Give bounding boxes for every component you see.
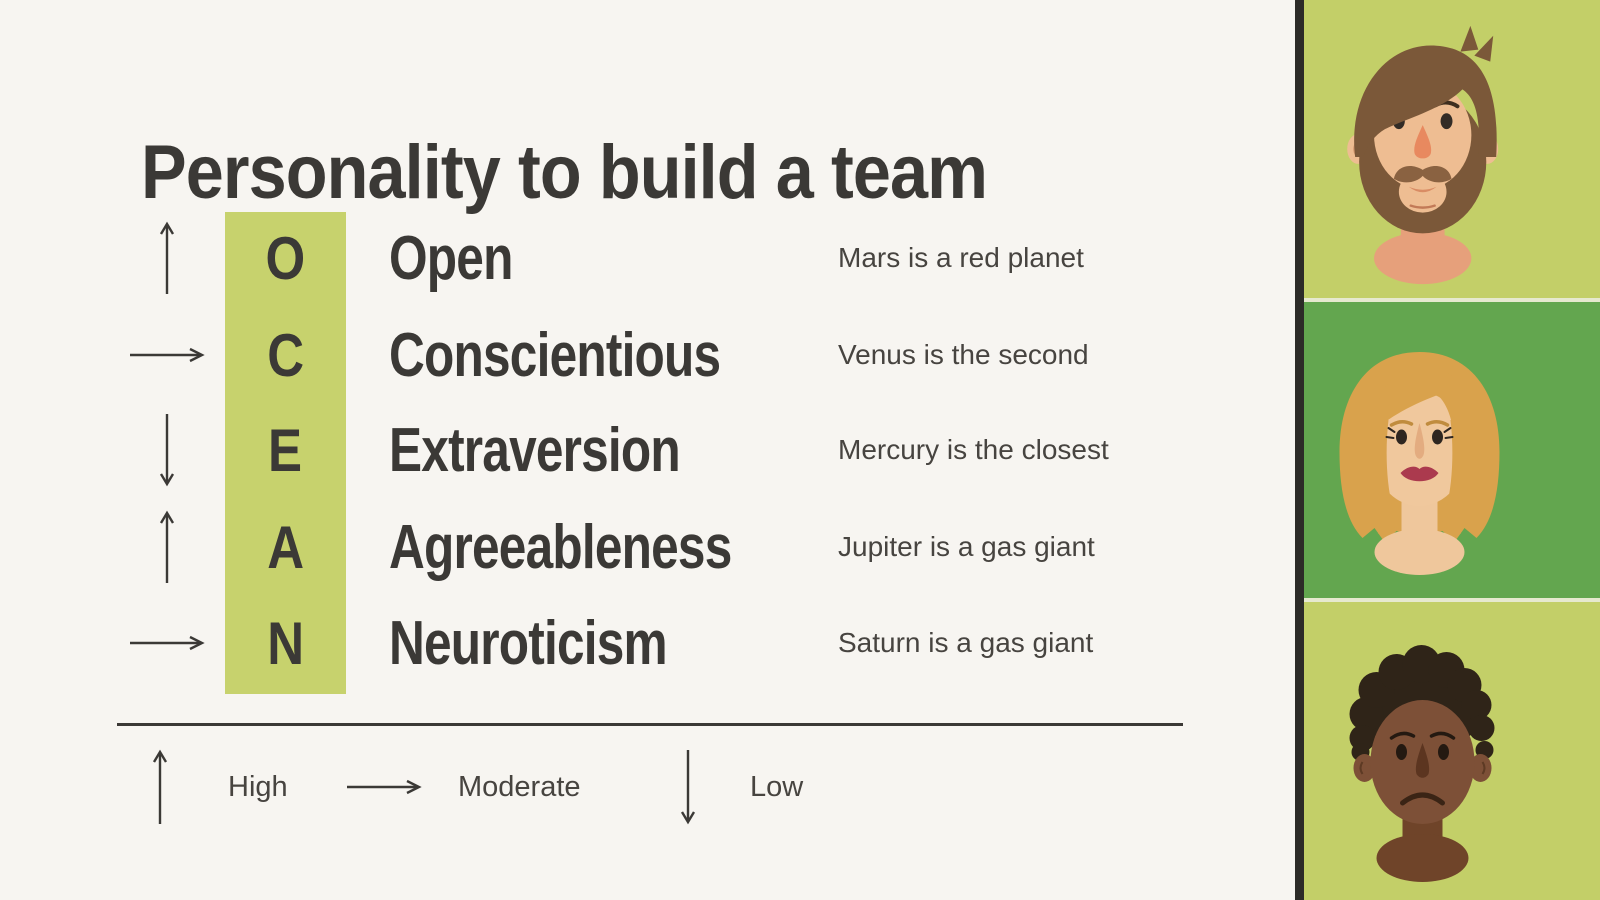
- trait-row: E Extraversion Mercury is the closest: [0, 410, 1295, 490]
- divider-line: [117, 723, 1183, 726]
- panel-gap: [1304, 598, 1600, 602]
- trait-letter: A: [267, 513, 304, 581]
- trait-row: O Open Mars is a red planet: [0, 218, 1295, 298]
- trait-description: Mercury is the closest: [838, 434, 1109, 465]
- trait-description: Mars is a red planet: [838, 242, 1084, 273]
- right-arrow-icon: [130, 347, 205, 363]
- avatar-panel-middle: [1304, 302, 1600, 598]
- trait-letter: O: [265, 224, 306, 292]
- trait-name: Agreeableness: [389, 512, 732, 582]
- trait-level-arrow: [127, 410, 207, 490]
- legend-item-high: High: [150, 745, 288, 829]
- trait-letter: E: [268, 416, 303, 484]
- legend-arrow: [678, 748, 698, 826]
- sidebar-border: [1295, 0, 1304, 900]
- panel-gap: [1304, 298, 1600, 302]
- trait-level-arrow: [127, 507, 207, 587]
- legend-item-label: Low: [750, 770, 804, 803]
- trait-letter: C: [267, 321, 304, 389]
- trait-letter-cell: N: [225, 603, 346, 683]
- legend-item-low: Low: [678, 745, 803, 829]
- trait-row: N Neuroticism Saturn is a gas giant: [0, 603, 1295, 683]
- trait-description: Saturn is a gas giant: [838, 627, 1094, 658]
- trait-description: Venus is the second: [838, 339, 1089, 370]
- avatar-sidebar: [1295, 0, 1600, 900]
- bearded-man-avatar: [1347, 25, 1499, 285]
- right-arrow-icon: [130, 635, 205, 651]
- page-title: Personality to build a team: [141, 129, 988, 215]
- trait-row: C Conscientious Venus is the second: [0, 315, 1295, 395]
- up-arrow-icon: [159, 221, 175, 294]
- trait-name-cell: Extraversion: [389, 410, 753, 490]
- legend-arrow: [345, 777, 423, 797]
- legend-item-moderate: Moderate: [345, 745, 581, 829]
- trait-letter-cell: A: [225, 507, 346, 587]
- trait-letter-cell: O: [225, 218, 346, 298]
- legend: High Moderate Low: [0, 745, 1295, 829]
- sad-person-avatar: [1349, 645, 1495, 882]
- trait-name-cell: Conscientious: [389, 315, 803, 395]
- trait-name: Open: [389, 223, 513, 293]
- blonde-woman-avatar: [1339, 352, 1500, 575]
- trait-level-arrow: [127, 603, 207, 683]
- trait-row: A Agreeableness Jupiter is a gas giant: [0, 507, 1295, 587]
- avatar-panel-bottom: [1304, 602, 1600, 900]
- trait-letter-cell: C: [225, 315, 346, 395]
- up-arrow-icon: [152, 749, 168, 824]
- trait-level-arrow: [127, 315, 207, 395]
- legend-item-label: Moderate: [458, 770, 581, 803]
- trait-level-arrow: [127, 218, 207, 298]
- down-arrow-icon: [680, 750, 696, 825]
- legend-arrow: [150, 748, 170, 826]
- trait-letter-cell: E: [225, 410, 346, 490]
- trait-name: Extraversion: [389, 415, 681, 485]
- trait-description: Jupiter is a gas giant: [838, 531, 1095, 562]
- trait-name: Neuroticism: [389, 608, 668, 678]
- trait-name-cell: Agreeableness: [389, 507, 817, 587]
- trait-name: Conscientious: [389, 320, 721, 390]
- up-arrow-icon: [159, 510, 175, 583]
- trait-name-cell: Neuroticism: [389, 603, 736, 683]
- trait-letter: N: [267, 609, 304, 677]
- right-arrow-icon: [347, 779, 422, 795]
- ocean-acronym-bar: [225, 212, 346, 694]
- down-arrow-icon: [159, 414, 175, 487]
- trait-name-cell: Open: [389, 218, 543, 298]
- legend-item-label: High: [228, 770, 288, 803]
- avatar-panel-top: [1304, 0, 1600, 298]
